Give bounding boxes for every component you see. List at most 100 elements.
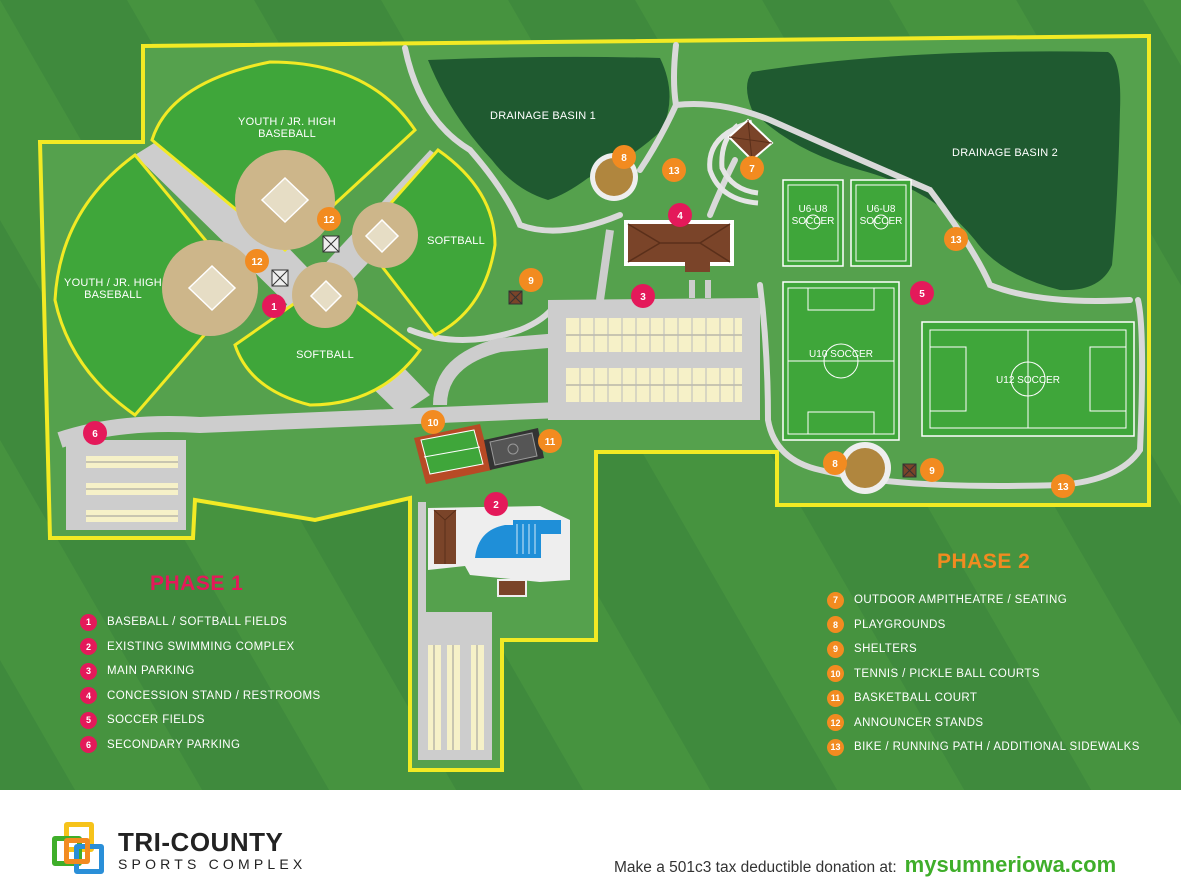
- secondary-parking: [66, 440, 186, 530]
- svg-text:2: 2: [493, 500, 499, 511]
- drainage-basin-1-label: DRAINAGE BASIN 1: [490, 110, 596, 122]
- marker-8b[interactable]: 8: [823, 451, 847, 475]
- legend-label: BASEBALL / SOFTBALL FIELDS: [107, 616, 288, 629]
- phase1-list: 1 BASEBALL / SOFTBALL FIELDS 2 EXISTING SWI…: [80, 610, 321, 757]
- legend-number-badge: 3: [80, 662, 97, 680]
- swimming-complex: [428, 506, 570, 597]
- logo-mark-icon: [52, 822, 108, 878]
- marker-1[interactable]: 1: [262, 294, 286, 318]
- svg-text:3: 3: [640, 292, 646, 303]
- field-softball-right-label: SOFTBALL: [427, 235, 485, 247]
- legend-label: PLAYGROUNDS: [854, 618, 946, 631]
- marker-11[interactable]: 11: [538, 429, 562, 453]
- marker-6[interactable]: 6: [83, 421, 107, 445]
- marker-7[interactable]: 7: [740, 156, 764, 180]
- phase1-markers: 1 2 3 4 5 6: [83, 203, 934, 516]
- legend-item: 9 SHELTERS: [827, 637, 1140, 662]
- legend-number-badge: 12: [827, 714, 844, 732]
- legend-item: 2 EXISTING SWIMMING COMPLEX: [80, 635, 321, 660]
- marker-13c[interactable]: 13: [1051, 474, 1075, 498]
- marker-13b[interactable]: 13: [944, 227, 968, 251]
- svg-text:4: 4: [677, 211, 683, 222]
- logo: TRI-COUNTY SPORTS COMPLEX: [52, 822, 306, 878]
- drainage-basin-2-label: DRAINAGE BASIN 2: [952, 147, 1058, 159]
- phase1-legend: PHASE 1 1 BASEBALL / SOFTBALL FIELDS 2 EXIS…: [80, 572, 321, 757]
- logo-title: TRI-COUNTY: [118, 827, 284, 857]
- phase2-markers: 7 8 8 9 9 10 11 12 12 13 13 13: [245, 145, 1075, 498]
- phase1-title: PHASE 1: [150, 572, 244, 595]
- legend-number-badge: 11: [827, 689, 844, 707]
- field-softball-right: [358, 148, 497, 337]
- legend-label: SHELTERS: [854, 643, 918, 656]
- field-softball-bottom: [233, 278, 423, 407]
- legend-number-badge: 1: [80, 613, 97, 631]
- phase2-title: PHASE 2: [937, 550, 1031, 573]
- marker-9a[interactable]: 9: [519, 268, 543, 292]
- marker-12b[interactable]: 12: [245, 249, 269, 273]
- svg-text:13: 13: [950, 235, 962, 246]
- soccer-u10-label: U10 SOCCER: [809, 349, 873, 360]
- marker-9b[interactable]: 9: [920, 458, 944, 482]
- marker-5[interactable]: 5: [910, 281, 934, 305]
- donation-link[interactable]: mysumneriowa.com: [904, 852, 1117, 877]
- soccer-u12-label: U12 SOCCER: [996, 375, 1060, 386]
- legend-label: EXISTING SWIMMING COMPLEX: [107, 640, 295, 653]
- legend-item: 11 BASKETBALL COURT: [827, 686, 1140, 711]
- logo-text: TRI-COUNTY SPORTS COMPLEX: [118, 828, 306, 872]
- legend-item: 8 PLAYGROUNDS: [827, 613, 1140, 638]
- marker-2[interactable]: 2: [484, 492, 508, 516]
- svg-text:12: 12: [323, 215, 335, 226]
- svg-text:7: 7: [749, 164, 755, 175]
- drainage-basin-2: [747, 51, 1121, 291]
- marker-3[interactable]: 3: [631, 284, 655, 308]
- tennis-courts: [414, 424, 492, 484]
- basketball-court: [484, 428, 544, 470]
- legend-number-badge: 9: [827, 640, 844, 658]
- legend-number-badge: 8: [827, 616, 844, 634]
- legend-item: 6 SECONDARY PARKING: [80, 733, 321, 758]
- legend-number-badge: 5: [80, 711, 97, 729]
- legend-label: BIKE / RUNNING PATH / ADDITIONAL SIDEWAL…: [854, 741, 1140, 754]
- legend-label: SECONDARY PARKING: [107, 738, 241, 751]
- svg-text:10: 10: [427, 418, 439, 429]
- main-parking: [548, 298, 760, 420]
- svg-text:6: 6: [92, 429, 98, 440]
- field-softball-bottom-label: SOFTBALL: [296, 349, 354, 361]
- marker-8a[interactable]: 8: [612, 145, 636, 169]
- svg-text:5: 5: [919, 289, 925, 300]
- concession-stand: [624, 220, 734, 298]
- south-parking: [418, 502, 492, 760]
- legend-item: 1 BASEBALL / SOFTBALL FIELDS: [80, 610, 321, 635]
- logo-subtitle: SPORTS COMPLEX: [118, 856, 307, 872]
- svg-text:13: 13: [1057, 482, 1069, 493]
- site-map: DRAINAGE BASIN 1 DRAINAGE BASIN 2: [0, 0, 1181, 790]
- legend-number-badge: 4: [80, 687, 97, 705]
- legend-label: BASKETBALL COURT: [854, 692, 978, 705]
- legend-item: 3 MAIN PARKING: [80, 659, 321, 684]
- legend-label: CONCESSION STAND / RESTROOMS: [107, 689, 321, 702]
- legend-label: MAIN PARKING: [107, 665, 195, 678]
- marker-13a[interactable]: 13: [662, 158, 686, 182]
- marker-4[interactable]: 4: [668, 203, 692, 227]
- marker-12a[interactable]: 12: [317, 207, 341, 231]
- marker-10[interactable]: 10: [421, 410, 445, 434]
- svg-text:11: 11: [545, 437, 556, 448]
- legend-label: SOCCER FIELDS: [107, 714, 205, 727]
- svg-text:12: 12: [251, 257, 263, 268]
- legend-label: TENNIS / PICKLE BALL COURTS: [854, 667, 1040, 680]
- legend-number-badge: 2: [80, 638, 97, 656]
- donation-text: Make a 501c3 tax deductible donation at:: [614, 859, 897, 876]
- donation-callout: Make a 501c3 tax deductible donation at:…: [614, 852, 1116, 878]
- svg-text:9: 9: [929, 466, 935, 477]
- svg-text:8: 8: [832, 459, 838, 470]
- legend-number-badge: 6: [80, 736, 97, 754]
